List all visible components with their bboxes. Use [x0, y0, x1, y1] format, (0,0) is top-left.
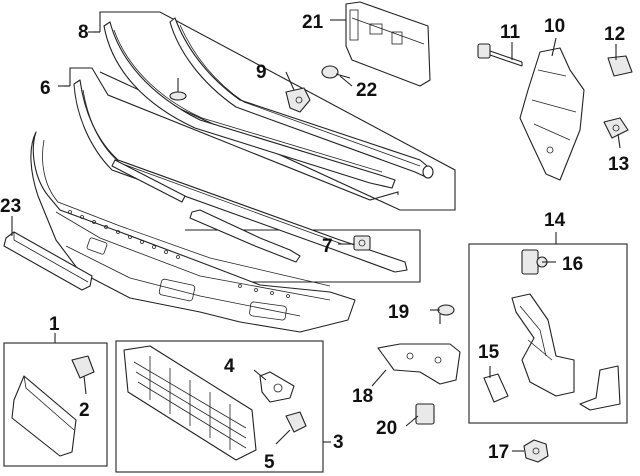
part-18-bracket	[377, 343, 461, 385]
part-2-clip	[71, 355, 95, 379]
callout-2: 2	[79, 400, 90, 421]
part-20-nut	[415, 403, 435, 425]
callout-23: 23	[0, 196, 21, 217]
part-17-nut	[523, 439, 549, 463]
part-22-screw	[321, 65, 351, 79]
part-11-bolt	[477, 43, 523, 67]
frame-group-3	[115, 340, 324, 473]
part-7-moulding	[189, 209, 371, 263]
callout-11: 11	[500, 22, 521, 43]
part-bumper-stud	[169, 78, 187, 101]
part-21-license-bracket	[345, 1, 431, 87]
part-1-cover	[11, 375, 77, 457]
callout-13: 13	[608, 154, 629, 175]
part-15-clip	[483, 373, 509, 403]
callout-9: 9	[256, 62, 267, 83]
callout-3: 3	[333, 432, 344, 453]
part-10-bracket	[519, 47, 585, 181]
part-12-clip	[607, 55, 633, 77]
callout-14: 14	[544, 210, 566, 231]
part-5-clip	[285, 411, 307, 433]
callout-12: 12	[604, 24, 625, 45]
callout-15: 15	[478, 342, 500, 363]
callout-16: 16	[562, 254, 583, 275]
callout-20: 20	[376, 418, 397, 439]
callout-7: 7	[322, 236, 333, 257]
part-bumper-assembly	[30, 131, 356, 333]
callout-labels: 8 6 9 21 22 11 10 12 13 23 7 14 16 19 15…	[0, 12, 629, 473]
callout-22: 22	[356, 80, 377, 101]
part-8-upper-strip	[103, 17, 434, 189]
leader-lines	[11, 19, 621, 452]
frame-group-8	[99, 11, 456, 211]
part-4-bracket	[259, 371, 295, 403]
callout-21: 21	[302, 12, 324, 33]
callout-1: 1	[49, 314, 60, 335]
part-13-nut	[603, 117, 629, 139]
callout-8: 8	[78, 22, 89, 43]
frame-group-6	[69, 67, 399, 201]
part-3-grille	[123, 345, 257, 461]
part-23-strip	[3, 231, 93, 291]
callout-17: 17	[488, 442, 509, 463]
callout-18: 18	[352, 386, 373, 407]
callout-6: 6	[40, 78, 51, 99]
callout-4: 4	[224, 356, 235, 377]
frame-group-14	[468, 243, 628, 424]
part-9-clip	[285, 87, 311, 113]
part-14-bracket-assembly	[511, 293, 621, 411]
callout-10: 10	[544, 16, 565, 37]
callout-19: 19	[388, 302, 409, 323]
part-6-lower-strip	[73, 79, 408, 273]
callout-5: 5	[264, 452, 275, 473]
part-19-screw	[437, 304, 455, 324]
